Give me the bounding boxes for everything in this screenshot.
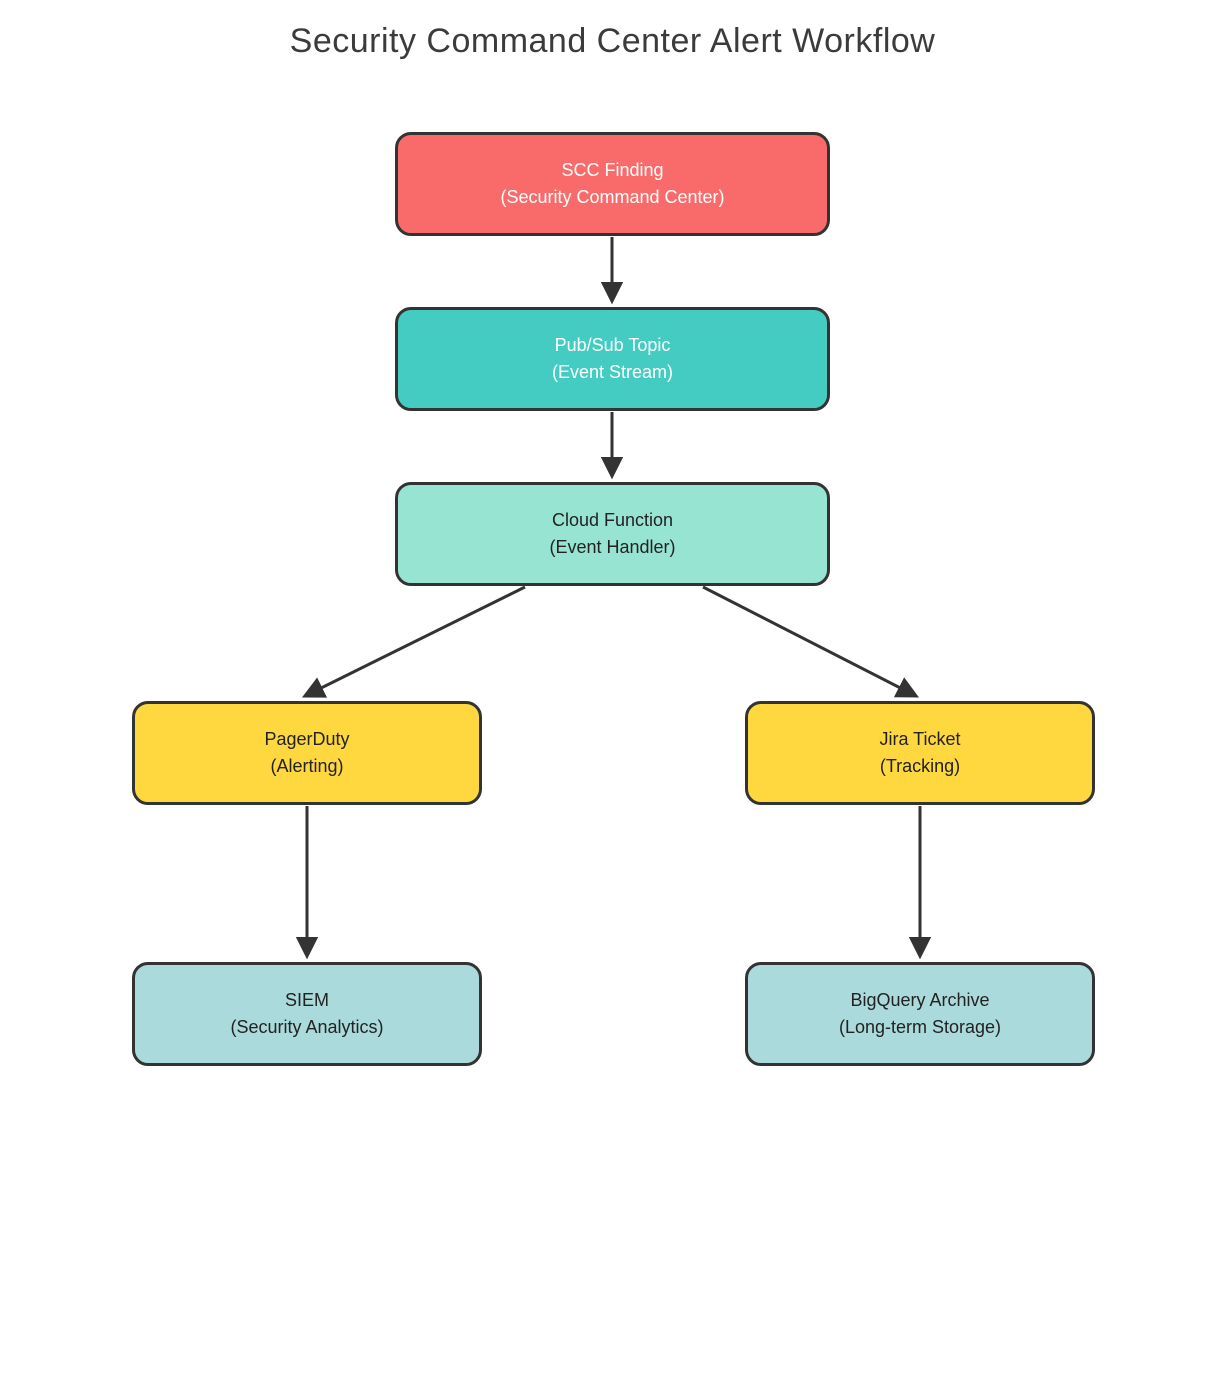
node-pubsub-topic: Pub/Sub Topic (Event Stream): [395, 307, 830, 411]
node-bigquery-archive: BigQuery Archive (Long-term Storage): [745, 962, 1095, 1066]
node-label-primary: BigQuery Archive: [850, 990, 990, 1010]
node-label-secondary: (Security Analytics): [230, 1017, 384, 1037]
node-label-secondary: (Event Stream): [551, 362, 674, 382]
node-scc-finding: SCC Finding (Security Command Center): [395, 132, 830, 236]
node-label-primary: PagerDuty: [264, 729, 350, 749]
node-pagerduty: PagerDuty (Alerting): [132, 701, 482, 805]
node-label-primary: Pub/Sub Topic: [554, 335, 671, 355]
node-label-primary: SCC Finding: [561, 160, 664, 180]
node-label-primary: Jira Ticket: [879, 729, 961, 749]
node-label-secondary: (Long-term Storage): [838, 1017, 1002, 1037]
diagram-title: Security Command Center Alert Workflow: [289, 22, 936, 60]
node-label-secondary: (Event Handler): [549, 537, 676, 557]
node-label-primary: SIEM: [284, 990, 329, 1010]
node-label-secondary: (Alerting): [270, 756, 344, 776]
node-jira-ticket: Jira Ticket (Tracking): [745, 701, 1095, 805]
node-label-secondary: (Tracking): [879, 756, 961, 776]
node-cloud-function: Cloud Function (Event Handler): [395, 482, 830, 586]
node-label-secondary: (Security Command Center): [500, 187, 725, 207]
arrow-cloudfn-to-jira: [702, 585, 920, 698]
node-label-primary: Cloud Function: [551, 510, 674, 530]
node-siem: SIEM (Security Analytics): [132, 962, 482, 1066]
arrow-cloudfn-to-pagerduty: [301, 585, 526, 698]
